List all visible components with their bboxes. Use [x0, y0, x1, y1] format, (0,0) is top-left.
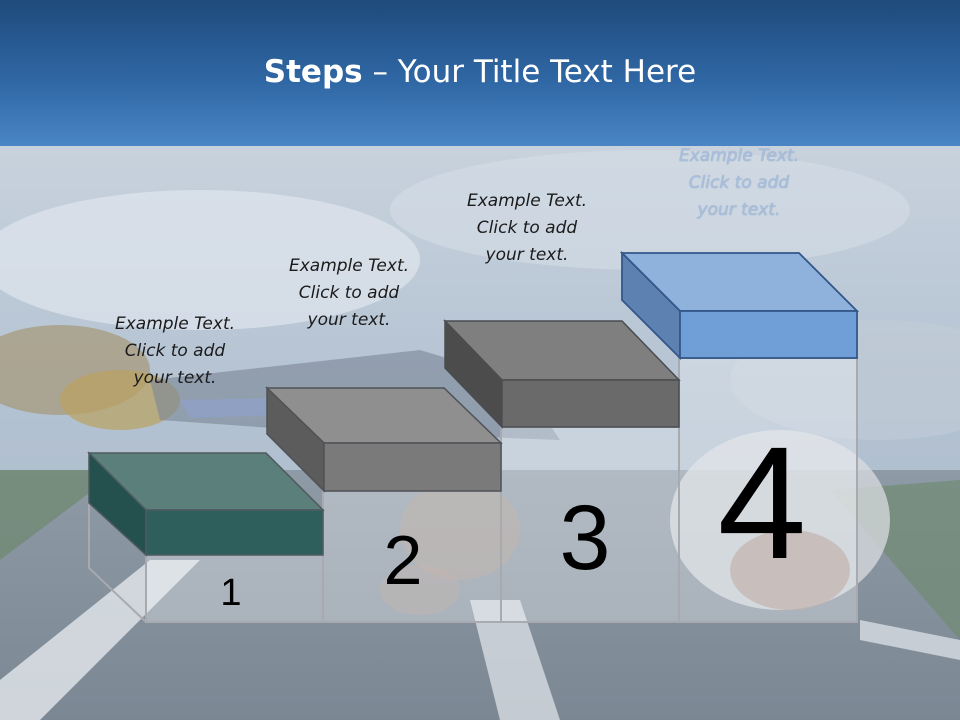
step-block-4[interactable] — [619, 250, 860, 361]
caption-line: Example Text. — [288, 256, 410, 276]
step-block-3[interactable] — [443, 319, 681, 429]
step-number-2: 2 — [384, 521, 423, 599]
caption-line: your text. — [697, 200, 781, 220]
step-caption-2[interactable]: Example Text. Click to add your text. — [269, 253, 429, 334]
caption-line: Click to add — [298, 283, 400, 303]
slide-title[interactable]: Steps – Your Title Text Here — [0, 54, 960, 90]
caption-line: your text. — [485, 245, 569, 265]
caption-line: Example Text. — [114, 314, 236, 334]
step-number-1: 1 — [220, 572, 241, 614]
step-number-3: 3 — [559, 487, 610, 589]
step-number-4: 4 — [718, 413, 807, 592]
title-bold-word: Steps — [263, 54, 363, 90]
step-caption-3[interactable]: Example Text. Click to add your text. — [447, 188, 607, 269]
step-caption-4[interactable]: Example Text. Click to add your text. — [659, 143, 819, 224]
title-text: – Your Title Text Here — [362, 54, 697, 90]
step-caption-1[interactable]: Example Text. Click to add your text. — [95, 311, 255, 392]
caption-line: Example Text. — [466, 191, 588, 211]
caption-line: Click to add — [124, 341, 226, 361]
caption-line: your text. — [307, 310, 391, 330]
caption-line: Example Text. — [678, 146, 800, 166]
step-block-1[interactable] — [87, 451, 325, 557]
step-block-2[interactable] — [265, 386, 503, 493]
title-banner — [0, 0, 960, 146]
caption-line: Click to add — [688, 173, 790, 193]
caption-line: your text. — [133, 368, 217, 388]
caption-line: Click to add — [476, 218, 578, 238]
